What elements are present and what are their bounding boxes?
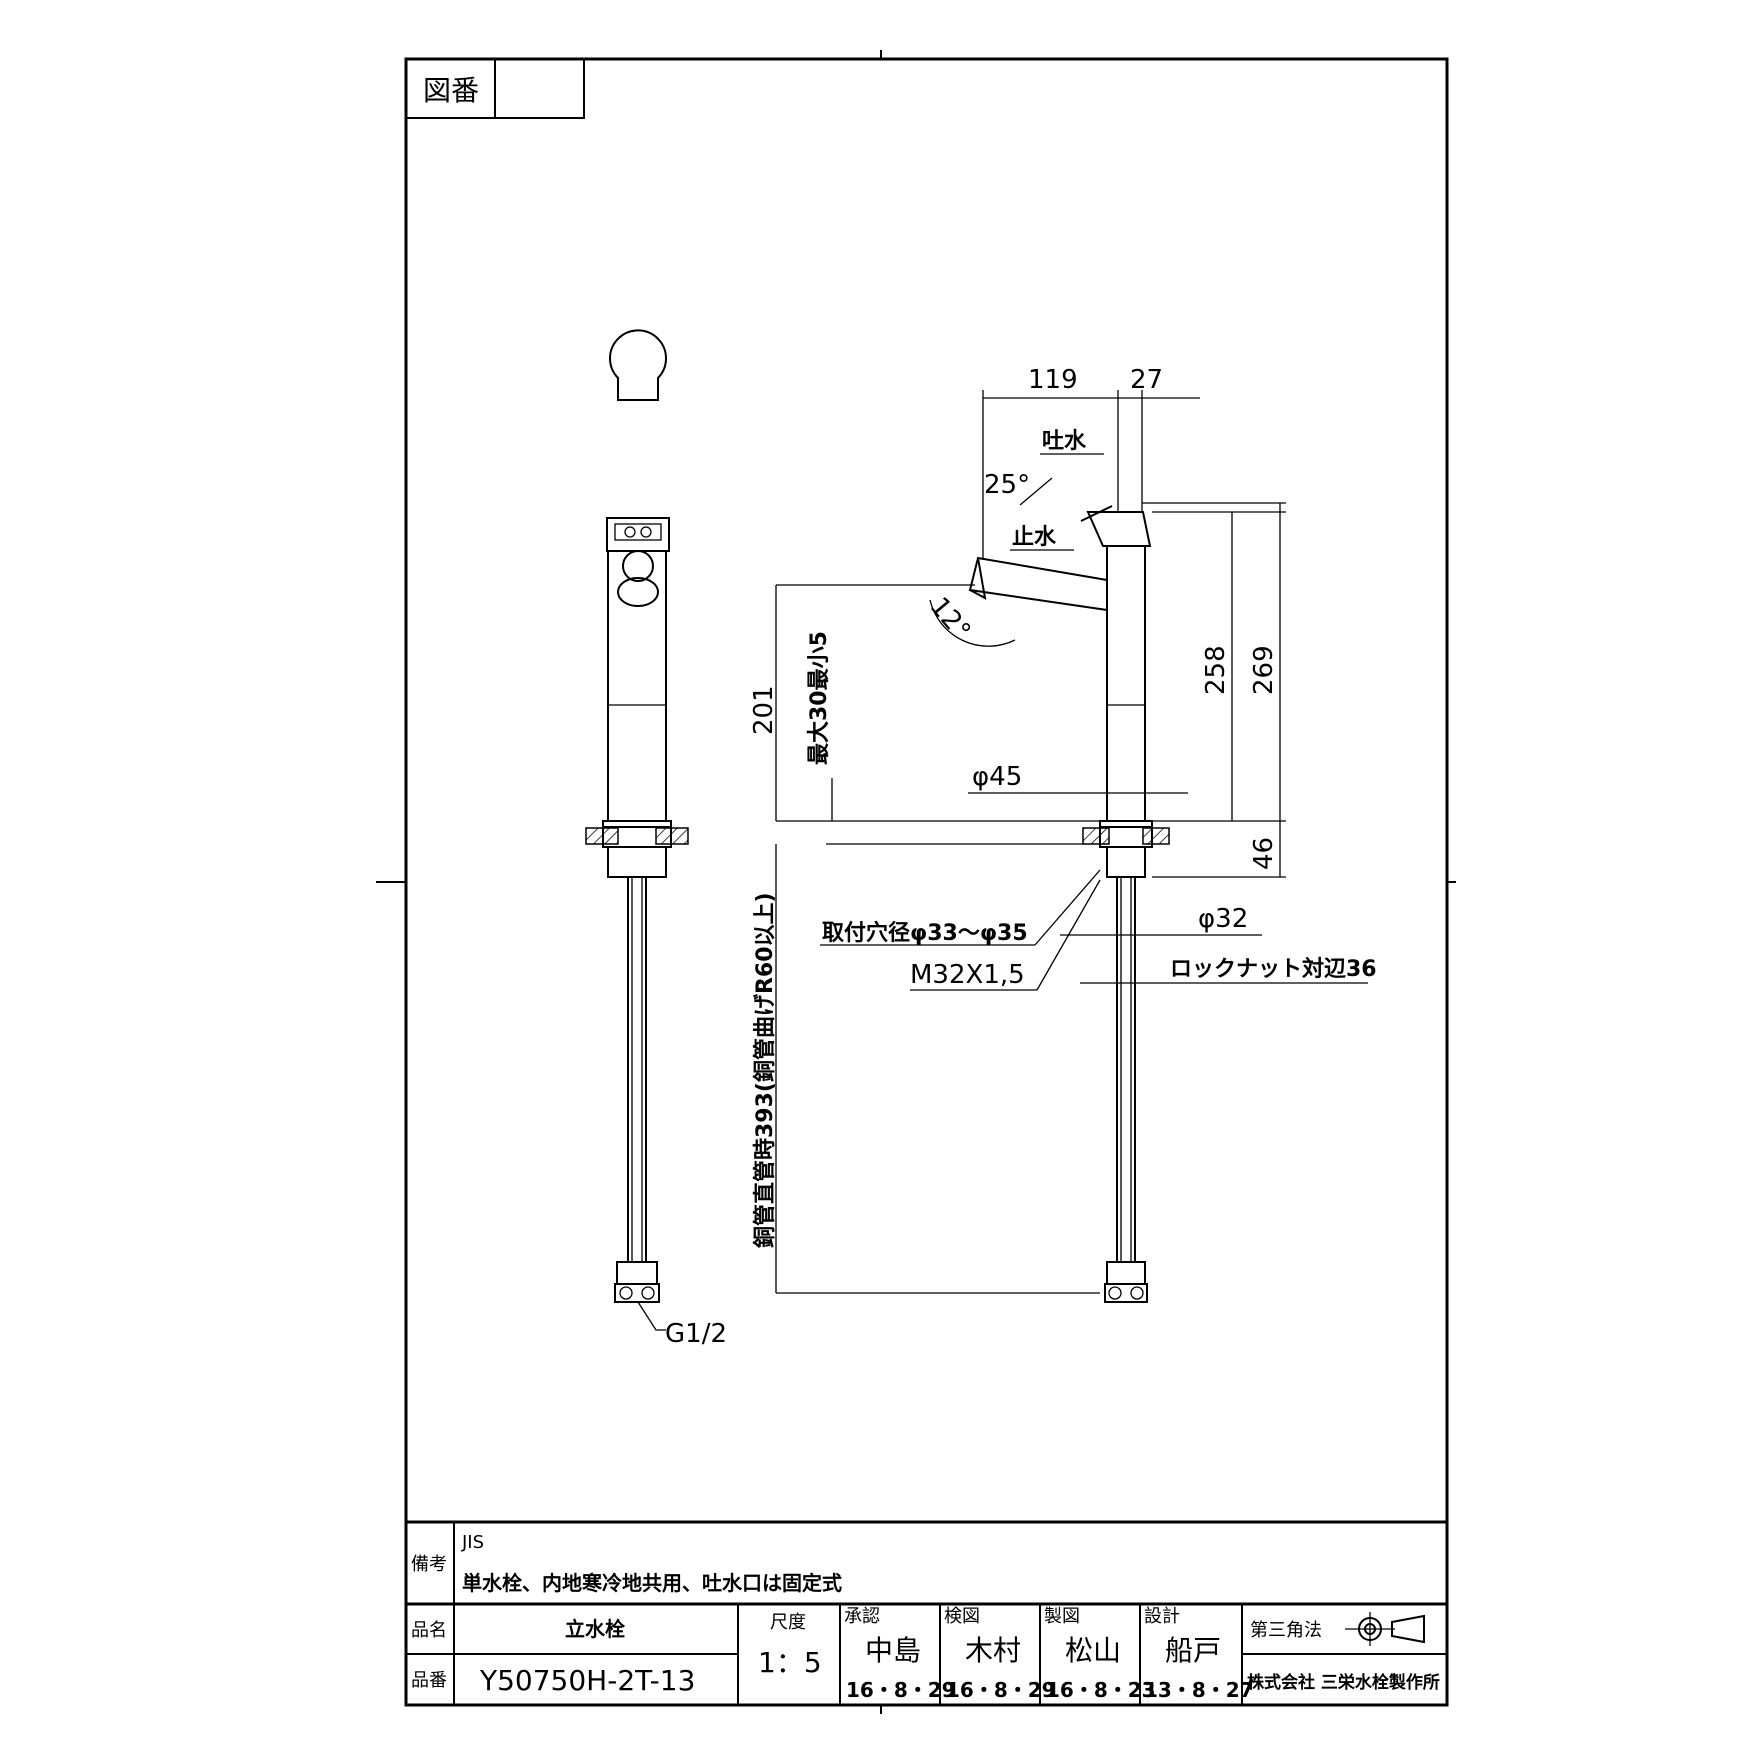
body-height-2-dim: 269 (1249, 645, 1279, 695)
notes-line1: JIS (461, 1532, 484, 1553)
design-label: 設計 (1144, 1606, 1180, 1627)
figure-number-box: 図番 (405, 58, 585, 119)
lever-angle-dim: 25° (984, 470, 1030, 500)
notes-label: 備考 (411, 1554, 447, 1575)
product-name-label: 品名 (411, 1620, 447, 1641)
checked-name: 木村 (965, 1634, 1021, 1667)
thread-dim: M32X1,5 (910, 960, 1025, 990)
shank-diameter-dim: φ32 (1198, 904, 1248, 934)
third-angle-projection-icon (1345, 1612, 1425, 1646)
drawn-date: 16・8・23 (1046, 1678, 1156, 1702)
body-diameter-dim: φ45 (972, 762, 1022, 792)
stop-label: 止水 (1012, 525, 1057, 550)
spout-height-dim: 201 (749, 685, 779, 735)
side-view: G1/2 (585, 329, 727, 1349)
checked-date: 16・8・29 (946, 1678, 1056, 1702)
checked-label: 検図 (944, 1606, 980, 1627)
open-label: 吐水 (1042, 429, 1087, 454)
sheet-border (376, 50, 1456, 1714)
body-height-1-dim: 258 (1201, 645, 1231, 695)
design-name: 船戸 (1165, 1634, 1221, 1667)
projection-label: 第三角法 (1250, 1620, 1322, 1641)
scale-label: 尺度 (770, 1612, 806, 1633)
approved-name: 中島 (865, 1634, 921, 1667)
spout-angle-dim: 12° (924, 592, 977, 647)
product-number-value: Y50750H-2T-13 (479, 1664, 695, 1697)
title-block: 品名 立水栓 品番 Y50750H-2T-13 尺度 1：5 承認 中島 16・… (406, 1604, 1447, 1705)
mount-hole-dim: 取付穴径φ33～φ35 (822, 920, 1028, 946)
pipe-length-dim: 銅管直管時393(銅管曲げR60以上) (752, 892, 778, 1248)
approved-date: 16・8・29 (846, 1678, 956, 1702)
notes-line2: 単水栓、内地寒冷地共用、吐水口は固定式 (462, 1571, 842, 1595)
scale-value: 1：5 (758, 1646, 822, 1679)
dimension-lines: 119 27 吐水 止水 25° 12° 201 最大30最小5 258 269… (749, 365, 1377, 1294)
design-date: 13・8・27 (1144, 1678, 1254, 1702)
drawn-name: 松山 (1065, 1634, 1121, 1667)
swivel-note: 最大30最小5 (807, 631, 832, 765)
spout (968, 556, 1108, 611)
approved-label: 承認 (844, 1606, 880, 1627)
shank-length-dim: 46 (1249, 837, 1279, 870)
drawn-label: 製図 (1044, 1606, 1080, 1627)
product-number-label: 品番 (411, 1670, 447, 1691)
figure-number-label: 図番 (423, 74, 479, 107)
handle-top-view (609, 329, 667, 401)
connector-dim: G1/2 (665, 1319, 727, 1349)
front-view (968, 505, 1170, 1303)
locknut-dim: ロックナット対辺36 (1170, 957, 1377, 982)
notes-block: 備考 JIS 単水栓、内地寒冷地共用、吐水口は固定式 (406, 1520, 1447, 1606)
spout-reach-dim: 119 (1028, 365, 1078, 395)
handle-offset-dim: 27 (1130, 365, 1163, 395)
product-name-value: 立水栓 (565, 1617, 625, 1641)
company-name: 株式会社 三栄水栓製作所 (1247, 1672, 1440, 1693)
